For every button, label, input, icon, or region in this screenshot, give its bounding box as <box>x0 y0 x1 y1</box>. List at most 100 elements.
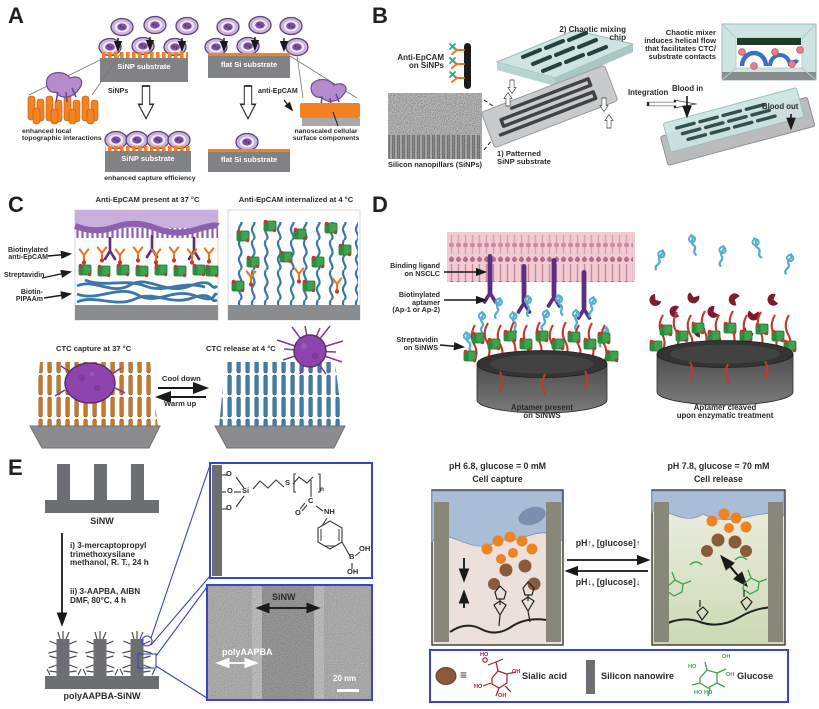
blood-out-label: Blood out <box>762 102 799 111</box>
mixer-caption: Chaotic mixer induces helical flow that … <box>644 28 716 61</box>
ctc-release-label: CTC release at 4 °C <box>206 344 276 353</box>
release-title: pH 7.8, glucose = 70 mM <box>667 461 770 471</box>
atom-s: S <box>285 478 291 487</box>
sinw-comb <box>45 464 159 513</box>
equiv-symbol: ≡ <box>460 668 468 682</box>
panel-d-label: D <box>372 192 388 217</box>
capture-subtitle: Cell capture <box>472 474 523 484</box>
atom-c: C <box>308 496 314 505</box>
released-glycan <box>701 508 752 557</box>
inset-callouts <box>137 464 211 699</box>
atom-b: B <box>349 552 355 561</box>
release-subtitle: Cell release <box>694 474 743 484</box>
local-interactions-caption: enhanced local topographic interactions <box>22 128 102 143</box>
group-oh: OH <box>359 544 371 553</box>
anti-epcam-label: anti-EpCAM <box>258 88 298 95</box>
glucose-hoho: HO HO <box>694 690 713 696</box>
sialic-acid-structure <box>482 657 517 697</box>
legend-box <box>429 649 789 703</box>
tem-polyaapba-label: polyAAPBA <box>222 647 273 657</box>
blood-in-label: Blood in <box>672 84 704 93</box>
step-i-label: i) 3-mercaptopropyl trimethoxysilane met… <box>70 541 149 568</box>
sem-caption: Silicon nanopillars (SiNPs) <box>387 160 483 169</box>
panel-b-graphics <box>388 23 817 166</box>
atom-o: O <box>295 508 301 517</box>
integrated-device <box>660 87 816 166</box>
nanowire-cylinder-left <box>476 364 608 414</box>
chaotic-mixing-chip <box>495 29 635 86</box>
binding-ligand-label: Binding ligand on NSCLC <box>390 261 440 278</box>
title-4c: Anti-EpCAM internalized at 4 °C <box>238 195 354 204</box>
panel-b-label: B <box>372 3 388 28</box>
patterned-sinp-chip <box>481 65 618 148</box>
sinw-label: SiNW <box>90 516 114 526</box>
cell-on-nanopillars <box>45 72 83 98</box>
aptamer-present-caption: Aptamer present on SiNWS <box>511 403 573 421</box>
sinps-magnifier <box>27 72 99 125</box>
atom-o: O <box>226 503 232 512</box>
scale-bar <box>337 689 359 692</box>
streptavidin-label: Streptavidin <box>4 272 45 279</box>
flat-substrate-label: flat Si substrate <box>220 155 278 164</box>
flat-surface-magnifier <box>283 79 360 127</box>
silicon-nanowire-bar <box>586 660 595 694</box>
sinp-substrate-label: SiNP substrate <box>121 154 175 163</box>
cells-above-sinp <box>98 15 199 57</box>
biotinylated-label: Biotinylated anti-EpCAM <box>7 247 48 262</box>
atom-o: O <box>226 469 232 478</box>
layer-label-arrows <box>41 250 73 300</box>
capture-efficiency-caption: enhanced capture efficiency <box>104 175 196 182</box>
panel-a-graphics <box>27 15 360 172</box>
integration-arrow <box>646 98 698 110</box>
sialic-ho: HO <box>474 684 483 690</box>
glucose-oh: OH <box>726 672 735 678</box>
down-arrow <box>507 79 517 94</box>
anti-epcam-on-sinps-label: Anti-EpCAM on SiNPs <box>397 53 444 71</box>
biotin-pipaam-label: Biotin- PIPAAm <box>15 289 43 304</box>
panel-e-graphics <box>45 462 789 703</box>
group-nh: NH <box>324 507 335 516</box>
warm-up-label: Warm up <box>164 399 197 408</box>
released-ctc-cell <box>276 325 344 375</box>
captured-ctc-cell <box>64 362 116 404</box>
pipaam-layer <box>76 278 218 304</box>
flat-substrate-bottom <box>208 132 290 172</box>
mixer-inset <box>721 23 817 81</box>
sialic-ho: HO <box>480 652 489 658</box>
cool-down-label: Cool down <box>162 374 201 383</box>
sialic-acid-label: Sialic acid <box>522 671 567 681</box>
capture-title: pH 6.8, glucose = 0 mM <box>448 461 547 471</box>
membrane-box-37c <box>73 209 220 321</box>
subscript-n: n <box>320 486 324 493</box>
sinws-with-aptamers <box>461 293 619 414</box>
sialic-acid-dot <box>435 667 457 685</box>
polyaapba-comb <box>45 630 159 689</box>
panel-d-graphics <box>439 232 797 414</box>
sialic-oh: OH <box>498 693 507 699</box>
nsclc-membrane <box>447 232 635 282</box>
integration-label: Integration <box>628 88 669 97</box>
tem-inset <box>206 584 373 701</box>
panel-c-label: C <box>8 192 24 217</box>
chip1-label: 1) Patterned SiNP substrate <box>497 149 551 166</box>
capture-array <box>29 362 161 449</box>
chemistry-inset <box>209 462 373 579</box>
atom-si: Si <box>242 486 250 495</box>
anti-epcam-pillar-icon <box>449 43 471 89</box>
glucose-label: Glucose <box>737 671 774 681</box>
streptavidin-sinws-label: Streptavidin on SiNWS <box>396 335 438 352</box>
cell-capture-box <box>431 489 564 646</box>
panel-c-graphics <box>29 209 361 449</box>
membrane-box-4c <box>227 209 361 321</box>
cells-above-flat <box>204 15 309 57</box>
glucose-oh: OH <box>722 654 731 660</box>
flat-substrate-label: flat Si substrate <box>220 60 278 69</box>
ctc-capture-label: CTC capture at 37 °C <box>56 344 132 353</box>
aptamer-cleaved-caption: Aptamer cleaved upon enzymatic treatment <box>676 403 774 421</box>
nanowire-pillar <box>654 502 669 642</box>
biotinylated-aptamer-label: Biotinylated aptamer (Ap-1 or Ap-2) <box>392 290 440 315</box>
sinp-substrate-bottom <box>104 130 191 172</box>
panel-e-label: E <box>8 455 23 480</box>
